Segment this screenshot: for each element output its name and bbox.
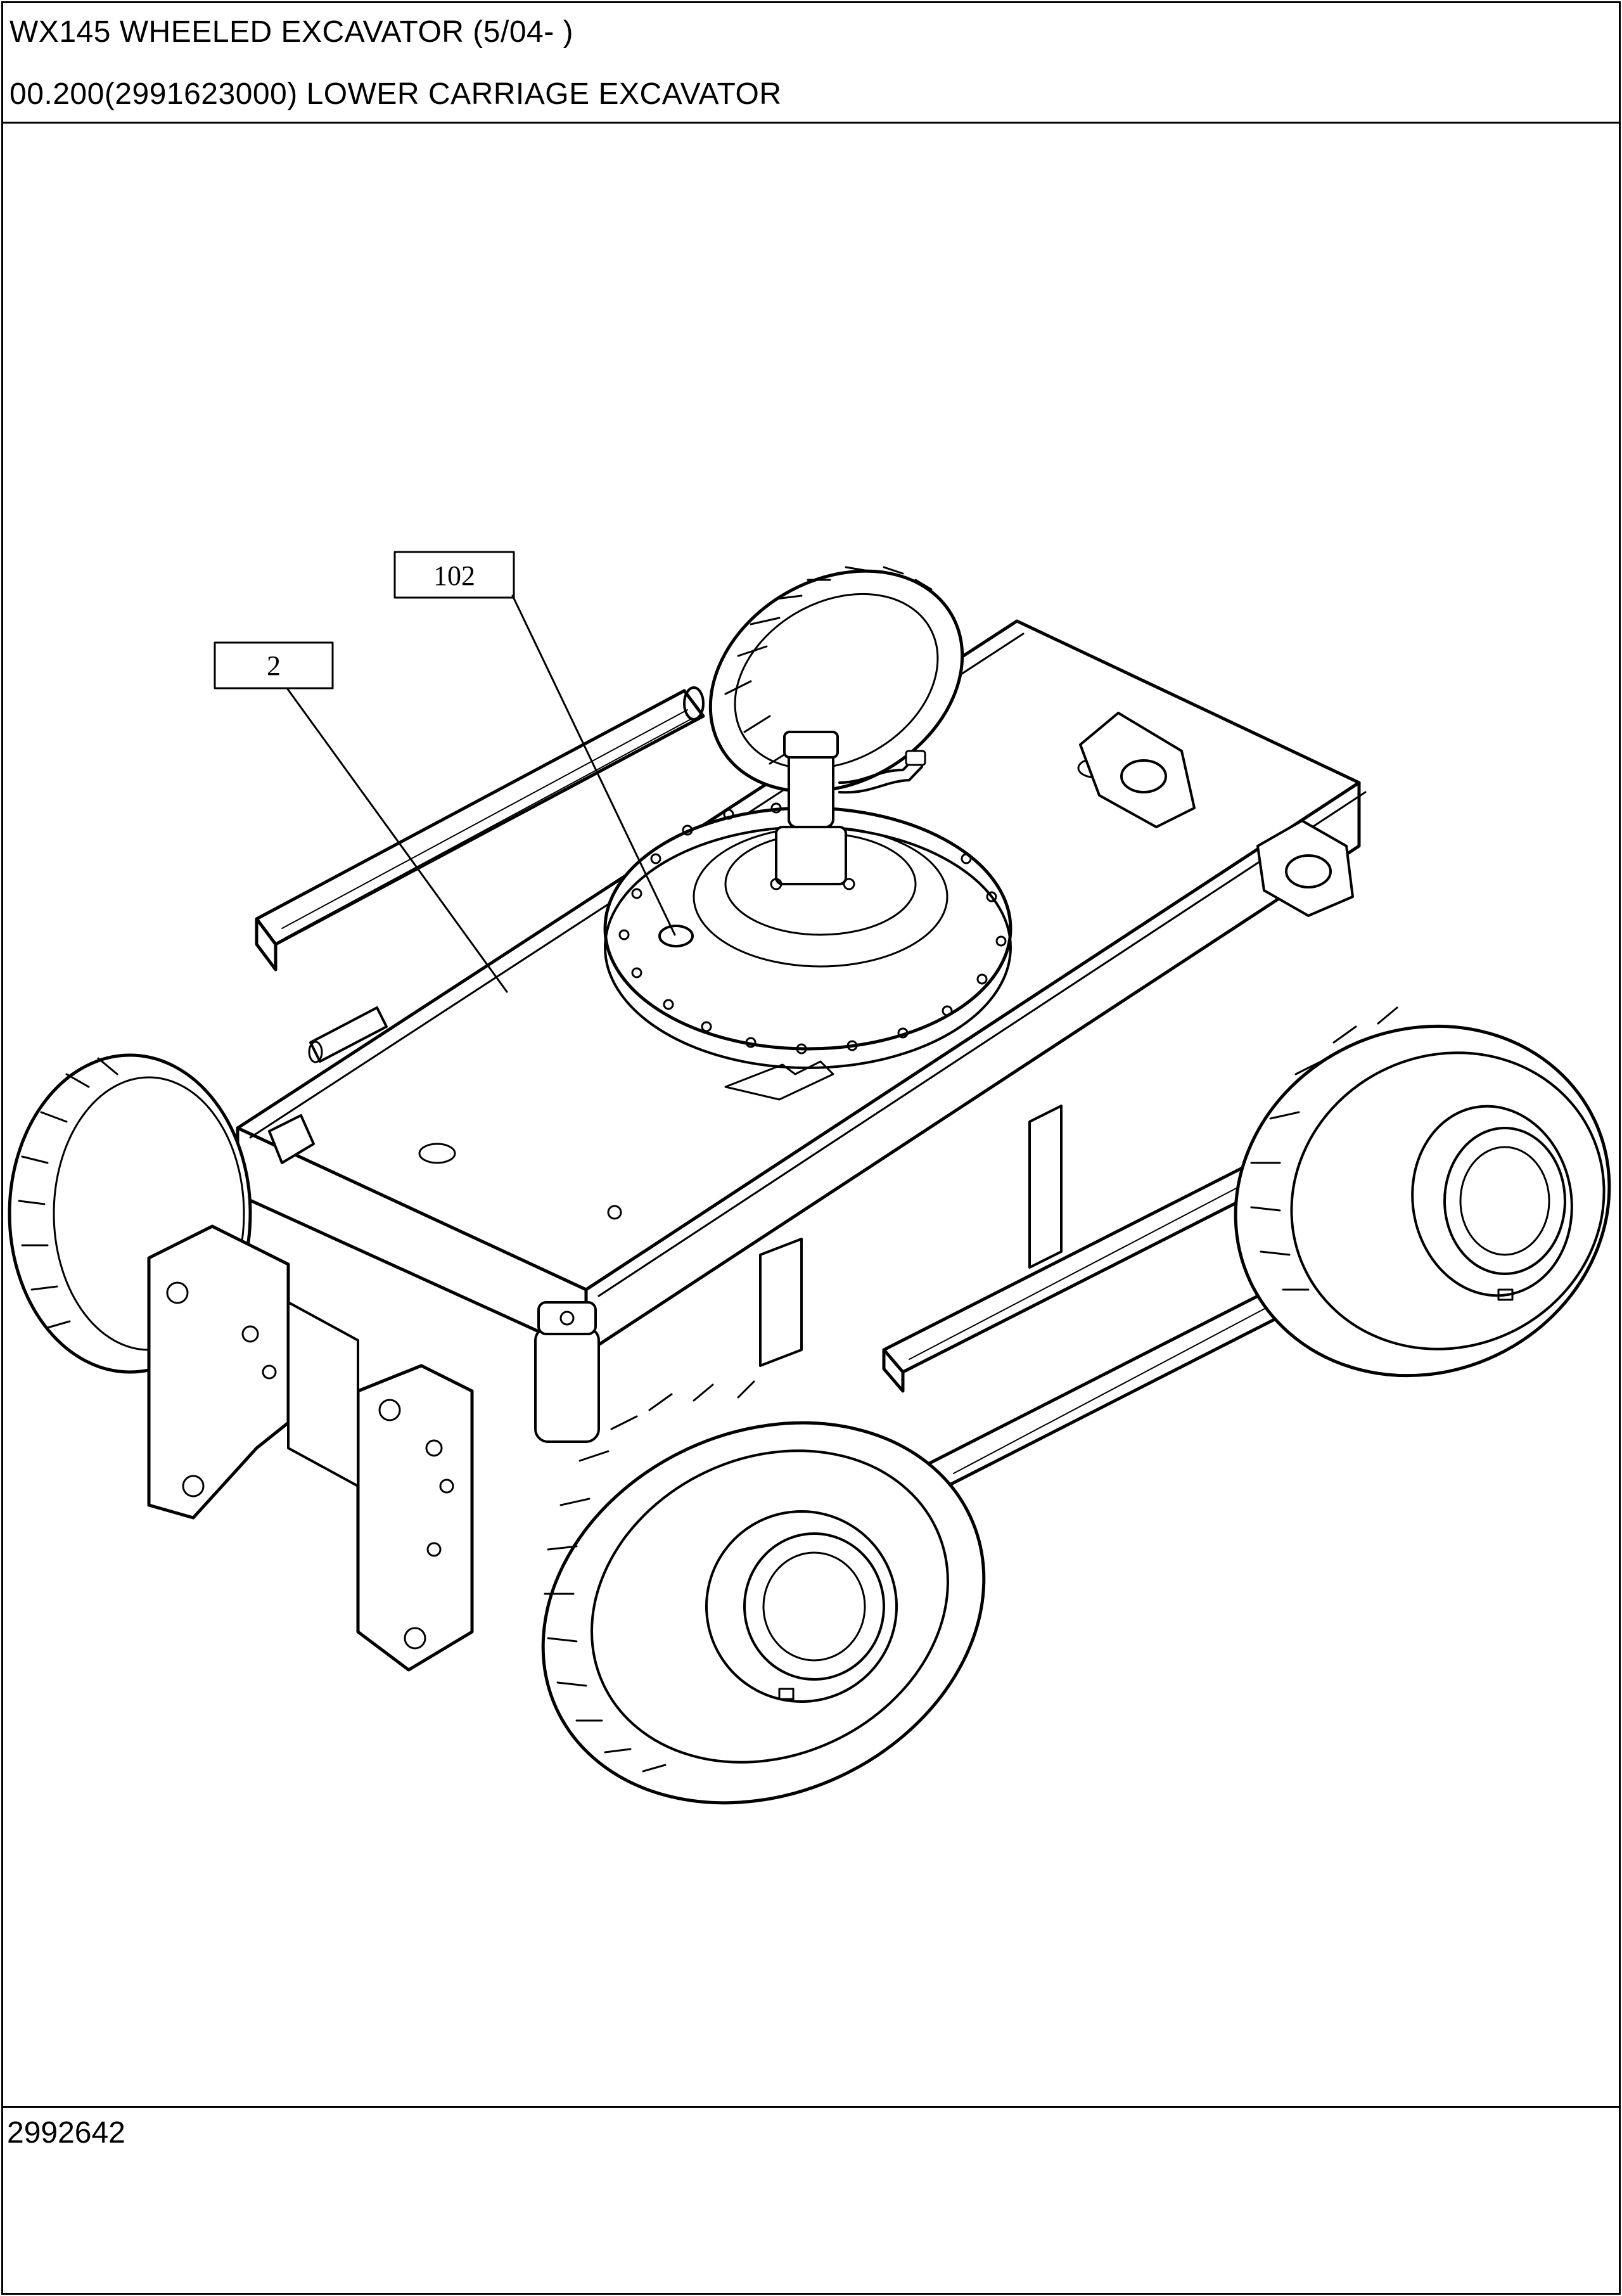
parts-diagram: 102 2 bbox=[3, 124, 1619, 2106]
page-title: WX145 WHEELED EXCAVATOR (5/04- ) bbox=[10, 15, 574, 49]
wheel-rear-right bbox=[1234, 1006, 1611, 1378]
slewing-ring bbox=[603, 731, 1012, 1069]
steering-cylinder bbox=[268, 1114, 600, 1443]
footer: 2992642 bbox=[3, 2106, 1619, 2295]
page-subtitle: 00.200(2991623000) LOWER CARRIAGE EXCAVA… bbox=[10, 77, 782, 111]
callout-102: 102 bbox=[393, 551, 676, 936]
wheel-rear-left bbox=[708, 566, 964, 793]
step-left-small bbox=[308, 1006, 388, 1063]
wheel-rear-right-hubs bbox=[1079, 712, 1354, 917]
header: WX145 WHEELED EXCAVATOR (5/04- ) 00.200(… bbox=[3, 3, 1619, 124]
wheel-front-right bbox=[541, 1380, 986, 1805]
step-upper-left bbox=[255, 686, 705, 972]
callout-102-label: 102 bbox=[433, 560, 475, 591]
drawing-reference-number: 2992642 bbox=[7, 2116, 125, 2150]
callout-2-label: 2 bbox=[267, 650, 281, 681]
lower-carriage-illustration: 102 2 bbox=[8, 551, 1611, 1805]
callout-2: 2 bbox=[214, 641, 508, 993]
front-axle-bracket bbox=[147, 1224, 474, 1672]
